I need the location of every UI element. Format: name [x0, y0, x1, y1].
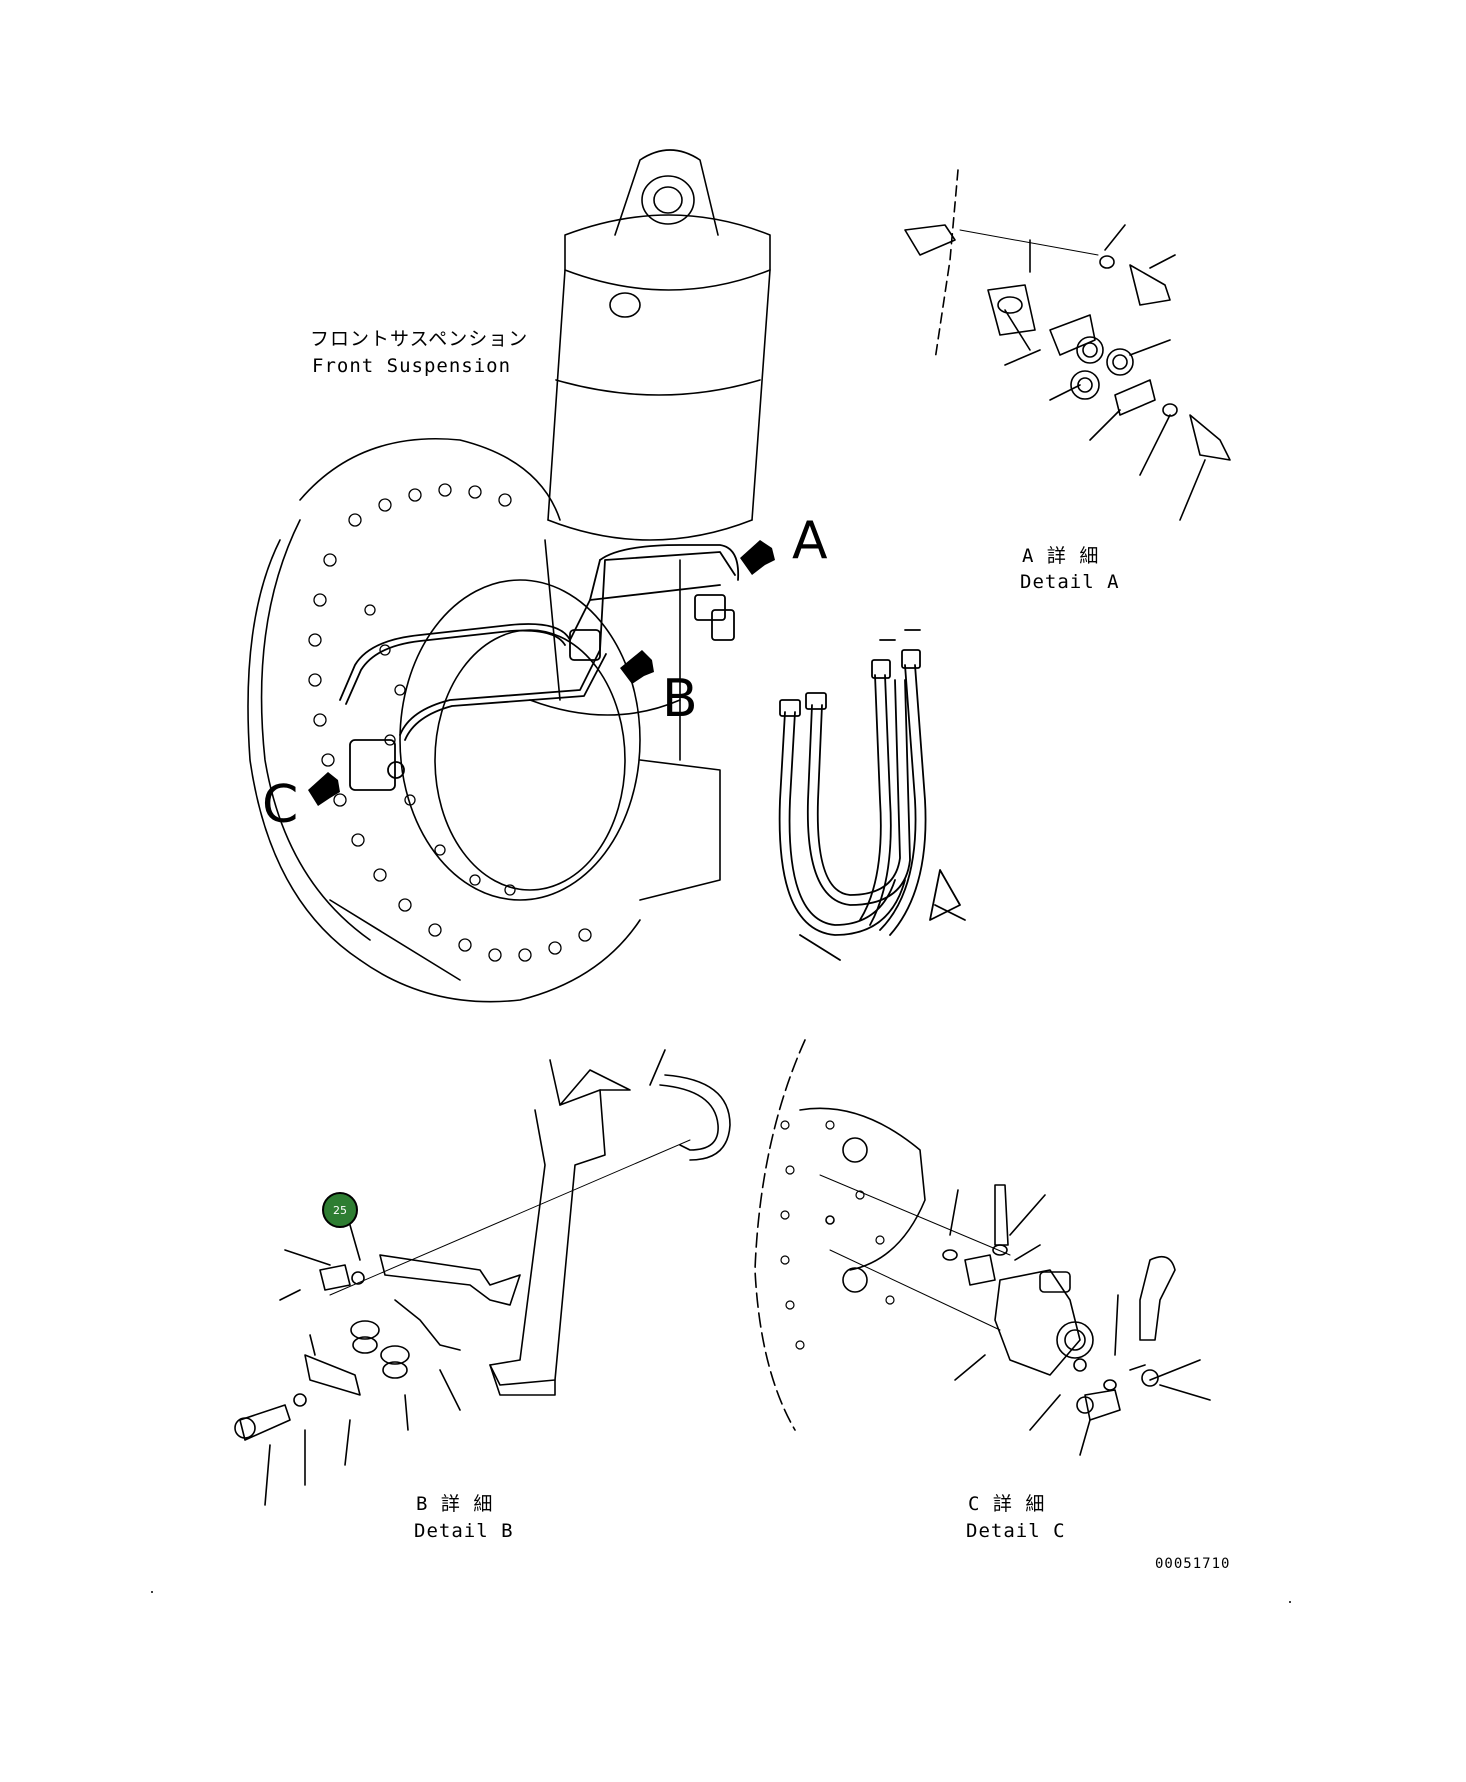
- arrow-b-label: B: [662, 669, 698, 729]
- arrow-c-icon: [308, 772, 340, 806]
- drawing-number: 00051710: [1155, 1556, 1230, 1572]
- callout-25[interactable]: 25: [322, 1192, 358, 1228]
- detail-a-illustration: [904, 169, 1231, 521]
- detail-b-illustration: [234, 1049, 731, 1506]
- corner-mark-right: [1289, 1601, 1291, 1603]
- detail-c-title-jp: C 詳 細: [968, 1493, 1045, 1515]
- wheel-hub: [247, 437, 721, 1003]
- callout-25-badge[interactable]: [322, 1192, 358, 1228]
- hydraulic-pipes: [339, 544, 740, 791]
- detail-c-title-en: Detail C: [966, 1520, 1066, 1542]
- arrow-a-icon: [740, 540, 775, 575]
- arrow-b-icon: [620, 650, 654, 684]
- arrow-a-label: A: [792, 511, 828, 571]
- detail-a-title-jp: A 詳 細: [1022, 545, 1099, 567]
- hoses: [778, 629, 966, 961]
- detail-c-illustration: [754, 1039, 1211, 1456]
- detail-a-title-en: Detail A: [1020, 571, 1120, 593]
- detail-b-title-jp: B 詳 細: [416, 1493, 493, 1515]
- suspension-cylinder: [529, 149, 771, 761]
- detail-b-title-en: Detail B: [414, 1520, 514, 1542]
- callout-25-number: 25: [333, 1204, 347, 1217]
- front-suspension-label-jp: フロントサスペンション: [310, 328, 528, 350]
- view-arrows: [308, 540, 775, 806]
- arrow-c-label: C: [262, 775, 298, 835]
- corner-mark-left: [151, 1591, 153, 1593]
- front-suspension-label-en: Front Suspension: [312, 355, 511, 377]
